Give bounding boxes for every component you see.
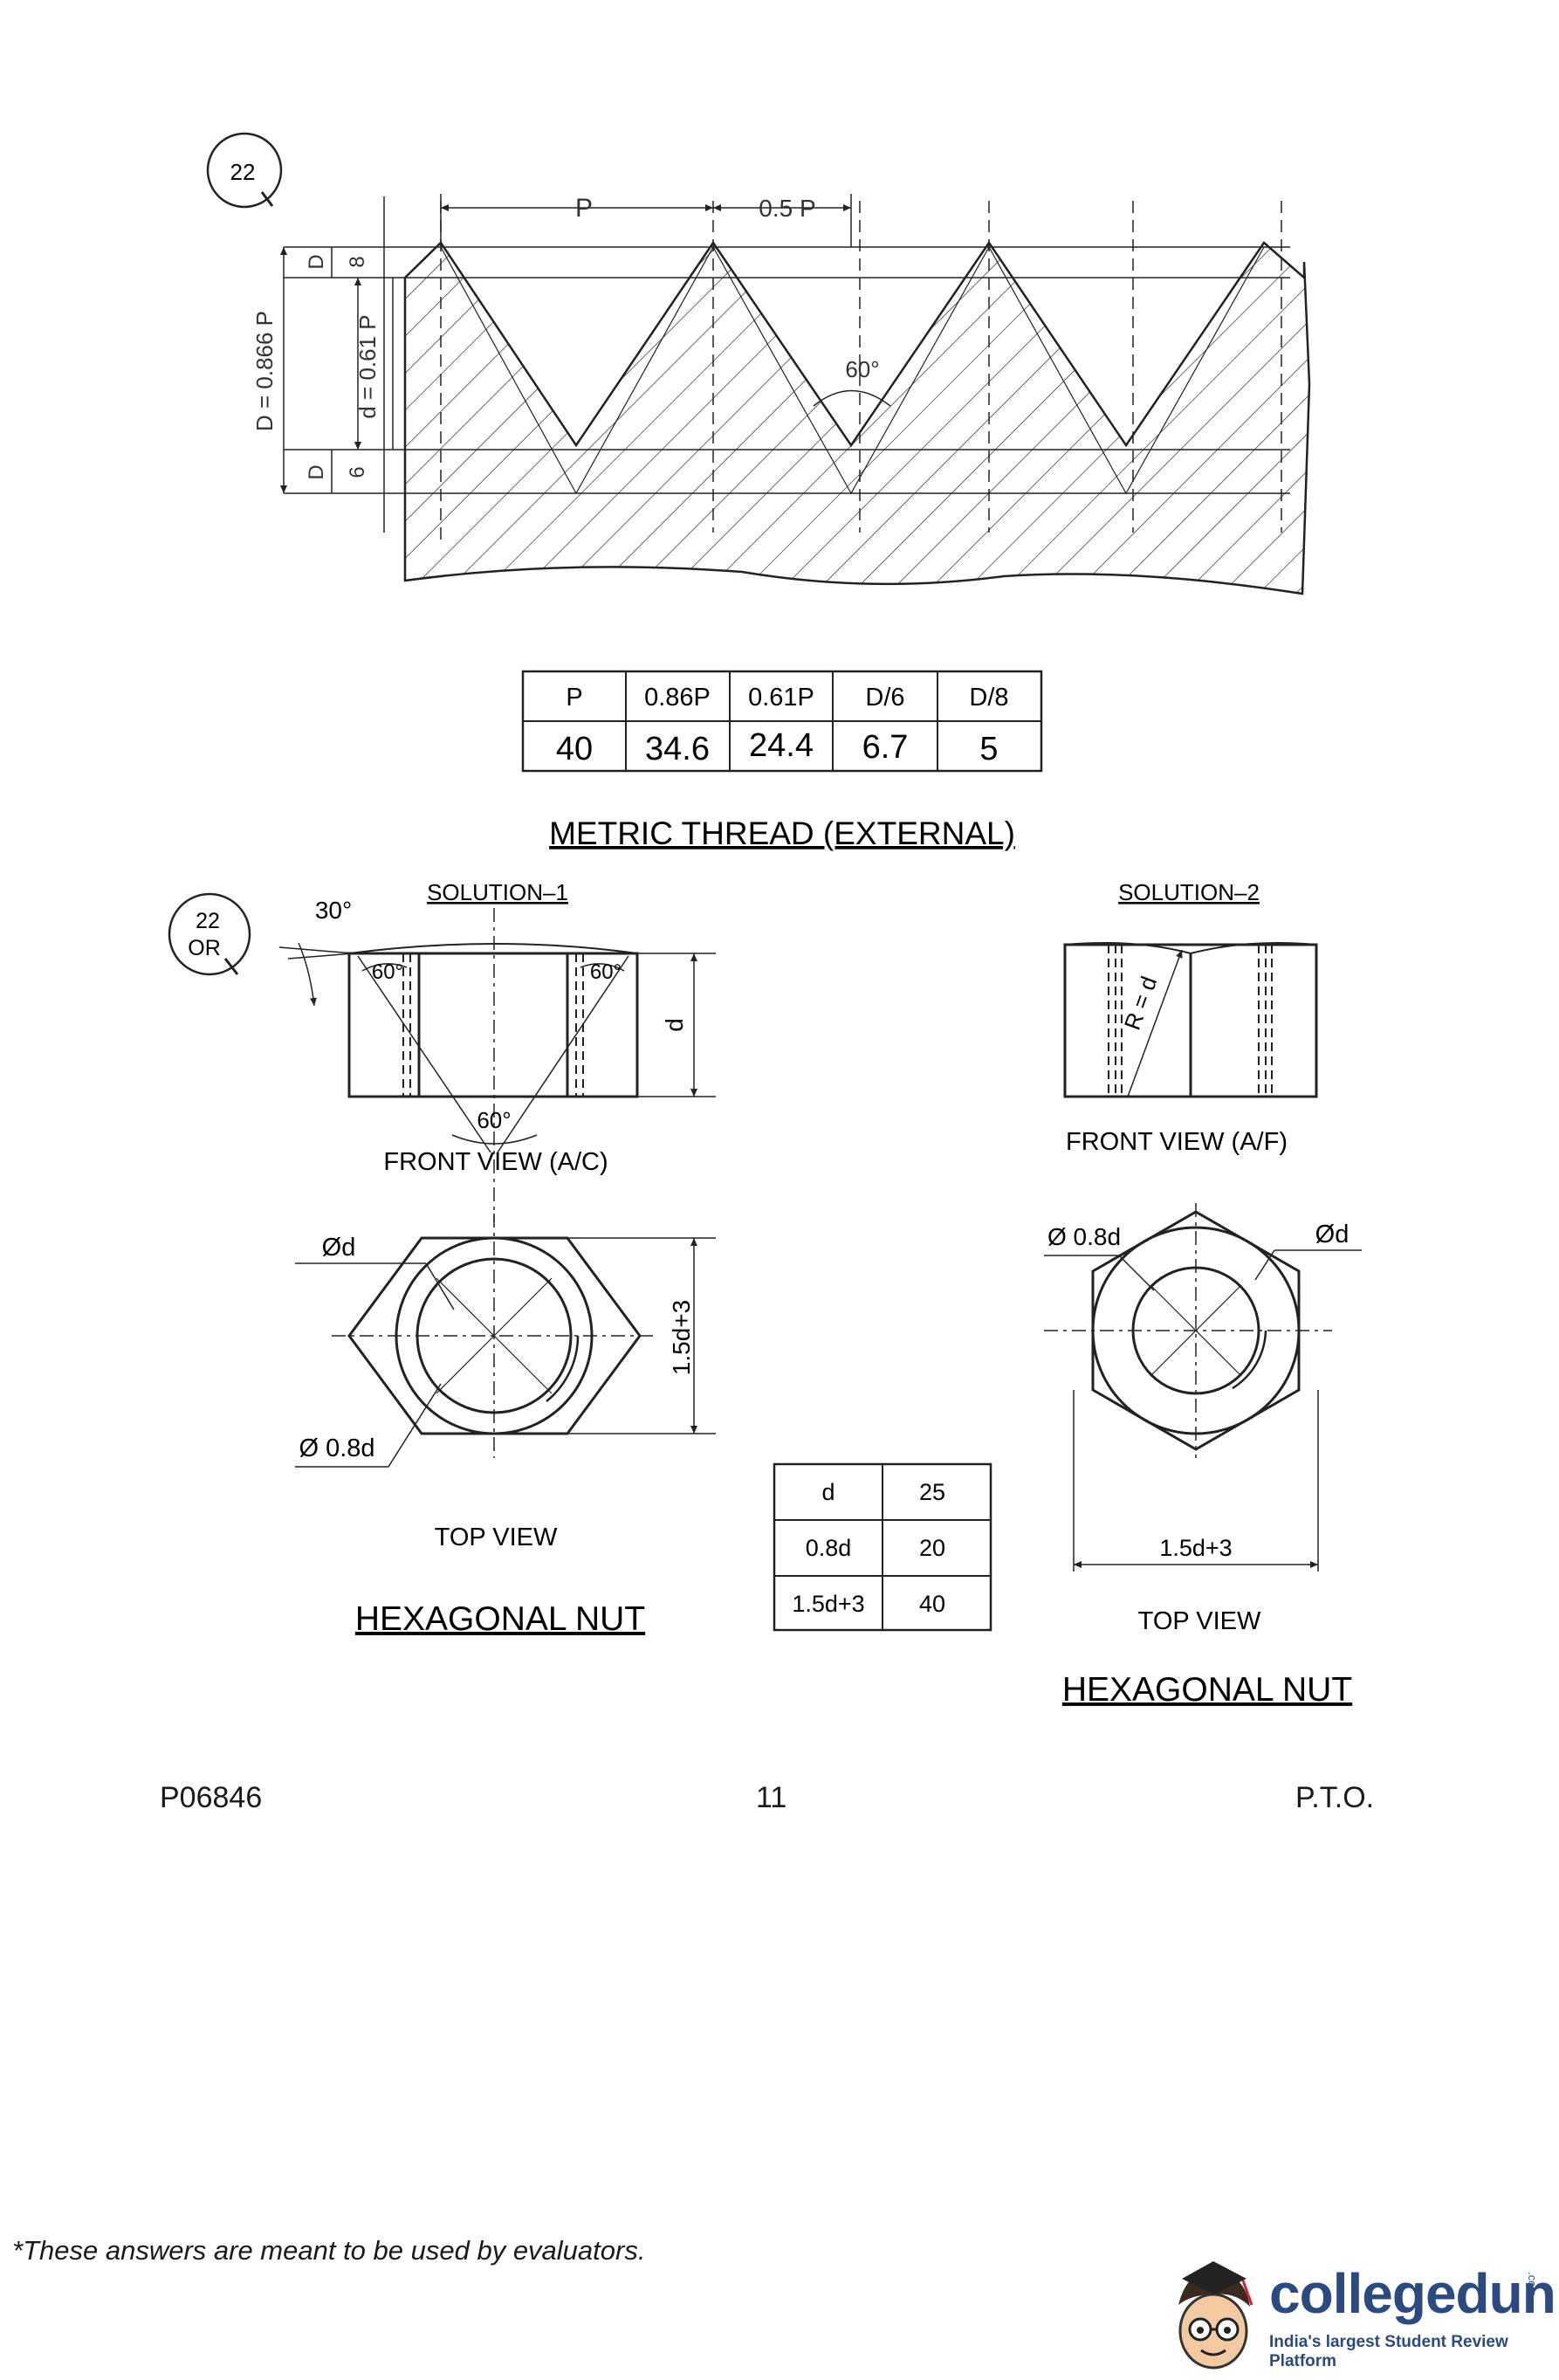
disclaimer: *These answers are meant to be used by e… xyxy=(12,2235,646,2266)
nut1-chamfer-angle: 30° xyxy=(315,897,352,924)
nut1-solution-label: SOLUTION–1 xyxy=(427,879,568,905)
size-table-label: 0.8d xyxy=(806,1535,852,1561)
nut2-radius-label: R = d xyxy=(1119,973,1163,1033)
brand-name: collegedunia xyxy=(1269,2262,1559,2325)
nut1-right-angle: 60° xyxy=(590,960,622,984)
nut2-label-od: Ød xyxy=(1315,1221,1350,1248)
thread-dim-small-d: d = 0.61 P xyxy=(354,314,381,418)
nut1-front-view-label: FRONT VIEW (A/C) xyxy=(383,1148,608,1176)
size-table-label: d xyxy=(821,1479,834,1505)
thread-table-value: 5 xyxy=(979,731,998,767)
nut2-label-o08d: Ø 0.8d xyxy=(1047,1223,1121,1250)
nut1-top-view-label: TOP VIEW xyxy=(435,1524,558,1551)
size-table-label: 1.5d+3 xyxy=(792,1591,864,1617)
thread-d8-num: D xyxy=(305,254,328,269)
thread-table: P 0.86P 0.61P D/6 D/8 40 34.6 24.4 6.7 5 xyxy=(521,670,1043,773)
nut1-badge-line1: 22 xyxy=(196,909,220,933)
thread-title: METRIC THREAD (EXTERNAL) xyxy=(549,815,1015,851)
thread-dim-big-d: D = 0.866 P xyxy=(251,311,278,431)
footer-pto: P.T.O. xyxy=(1295,1781,1375,1814)
thread-badge-number: 22 xyxy=(230,159,256,185)
size-table: d 25 0.8d 20 1.5d+3 40 xyxy=(773,1462,992,1632)
thread-badge: 22 xyxy=(206,132,283,209)
nut2-title: HEXAGONAL NUT xyxy=(1062,1671,1352,1709)
thread-table-value: 40 xyxy=(556,731,593,767)
thread-table-value: 6.7 xyxy=(862,729,909,766)
size-table-value: 25 xyxy=(919,1479,945,1505)
thread-dim-p: P xyxy=(575,194,593,223)
nut2-solution-label: SOLUTION–2 xyxy=(1118,879,1260,905)
thread-table-header: 0.86P xyxy=(644,684,711,712)
nut2-dim-across: 1.5d+3 xyxy=(1159,1535,1232,1561)
footer-code: P06846 xyxy=(160,1781,263,1814)
thread-table-value: 34.6 xyxy=(645,731,710,767)
brand-tagline: India's largest Student Review Platform xyxy=(1269,2333,1508,2370)
thread-table-header: P xyxy=(566,684,582,712)
nut2-top-view xyxy=(1044,1203,1362,1572)
nut1-dim-across: 1.5d+3 xyxy=(668,1300,695,1375)
thread-dim-half-p: 0.5 P xyxy=(759,195,815,222)
nut1-label-o08d: Ø 0.8d xyxy=(299,1434,374,1462)
metric-thread-drawing xyxy=(280,194,1311,595)
nut1-top-view xyxy=(295,1214,716,1468)
thread-table-header: D/6 xyxy=(865,684,904,712)
thread-d8-den: 8 xyxy=(346,256,369,267)
collegedunia-logo[interactable]: collegedunia .com India's largest Studen… xyxy=(1161,2253,1559,2375)
thread-d6-num: D xyxy=(305,464,328,479)
mascot-icon xyxy=(1178,2261,1253,2370)
nut2-front-view-label: FRONT VIEW (A/F) xyxy=(1066,1128,1288,1156)
thread-d6-den: 6 xyxy=(346,466,369,478)
footer-page-number: 11 xyxy=(756,1781,787,1814)
nut1-badge-line2: OR xyxy=(188,936,221,960)
nut2-front-view xyxy=(1063,941,1318,1098)
nut1-left-angle: 60° xyxy=(372,960,403,984)
nut1-bottom-angle: 60° xyxy=(477,1107,511,1133)
thread-table-header: 0.61P xyxy=(748,684,814,712)
nut1-badge: 22 OR xyxy=(168,892,251,976)
size-table-value: 20 xyxy=(919,1535,945,1561)
nut2-top-view-label: TOP VIEW xyxy=(1138,1607,1261,1635)
nut1-dim-d: d xyxy=(661,1018,688,1032)
thread-table-header: D/8 xyxy=(969,684,1008,712)
nut1-front-view xyxy=(278,908,716,1222)
thread-table-value: 24.4 xyxy=(749,727,814,764)
nut1-title: HEXAGONAL NUT xyxy=(355,1600,645,1638)
thread-angle: 60° xyxy=(845,356,879,382)
thread-body xyxy=(403,240,1311,595)
nut1-label-od: Ød xyxy=(322,1234,356,1262)
size-table-value: 40 xyxy=(919,1591,945,1617)
brand-domain: .com xyxy=(1526,2272,1539,2297)
